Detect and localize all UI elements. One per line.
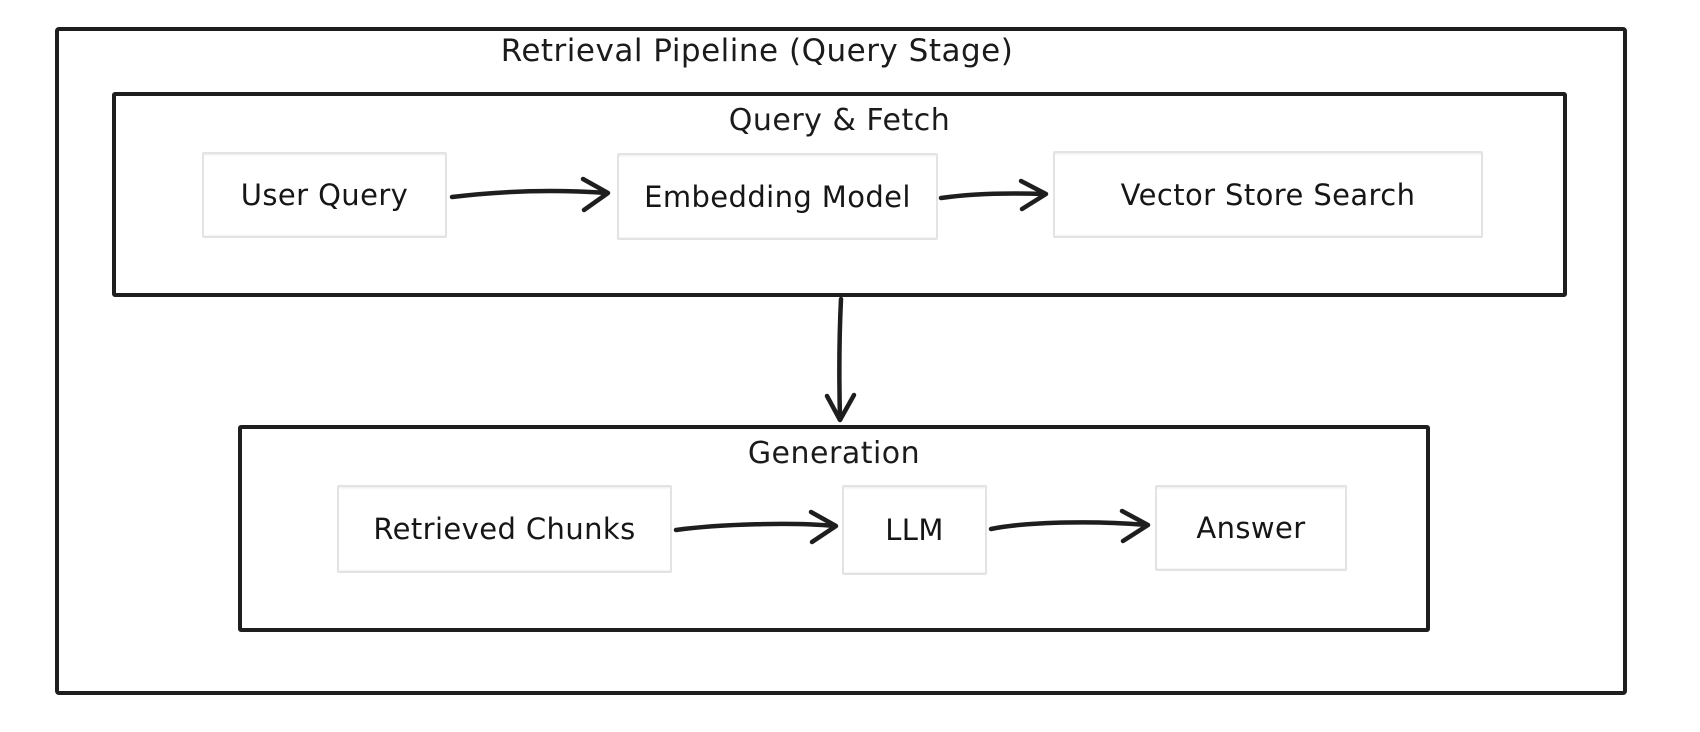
group-label-generation: Generation: [747, 436, 921, 471]
outer-container-box: [55, 27, 1627, 695]
node-llm: LLM: [842, 485, 987, 575]
group-box-generation: Generation: [238, 425, 1430, 632]
group-label-query-fetch: Query & Fetch: [728, 103, 951, 138]
node-answer: Answer: [1155, 485, 1347, 571]
node-embedding-model: Embedding Model: [617, 153, 938, 240]
diagram-title: Retrieval Pipeline (Query Stage): [500, 33, 1014, 69]
node-retrieved-chunks: Retrieved Chunks: [337, 485, 672, 573]
node-vector-store-search: Vector Store Search: [1053, 151, 1483, 238]
group-box-query-fetch: Query & Fetch: [112, 92, 1567, 297]
node-user-query: User Query: [202, 152, 447, 238]
